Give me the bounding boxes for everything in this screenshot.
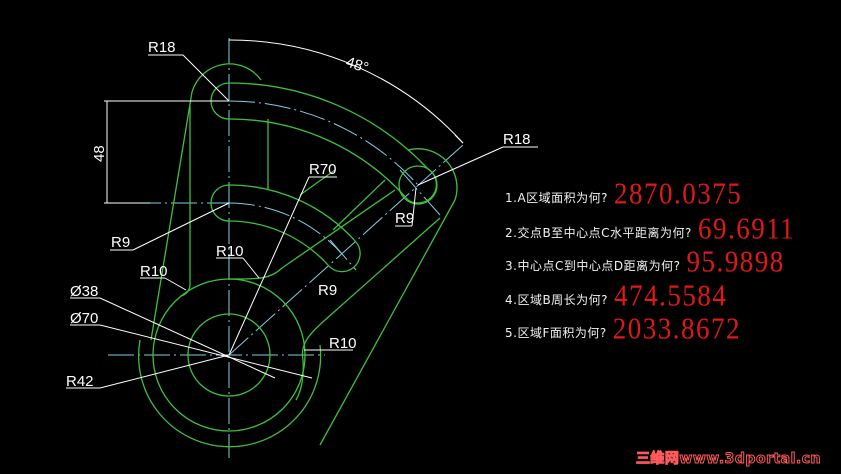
- dim-dia70: Ø70: [70, 310, 98, 327]
- dim-r10-right: R10: [329, 335, 357, 352]
- dim-r70: R70: [309, 161, 337, 178]
- question-4-text: 4.区域B周长为何?: [505, 293, 609, 307]
- question-4-answer: 474.5584: [614, 277, 728, 313]
- question-1-text: 1.A区域面积为何?: [505, 191, 609, 205]
- question-2-text: 2.交点B至中心点C水平距离为何?: [505, 226, 692, 240]
- dim-angle-48: 48°: [344, 54, 371, 77]
- dim-r9-left: R9: [111, 234, 130, 251]
- dim-r10-left: R10: [140, 263, 168, 280]
- question-5: 5.区域F面积为何? 2033.8672: [505, 310, 741, 346]
- question-1-answer: 2870.0375: [614, 175, 743, 211]
- watermark: 三维网www.3dportal.cn: [635, 451, 821, 468]
- question-3-text: 3.中心点C到中心点D距离为何?: [505, 259, 681, 273]
- dim-r9-lower: R9: [318, 282, 337, 299]
- question-2: 2.交点B至中心点C水平距离为何? 69.6911: [505, 210, 796, 246]
- question-2-answer: 69.6911: [697, 210, 796, 246]
- question-1: 1.A区域面积为何? 2870.0375: [505, 175, 743, 211]
- dim-r9-right: R9: [395, 210, 414, 227]
- dim-r42: R42: [66, 373, 94, 390]
- dimension-lines: [66, 39, 538, 389]
- centerlines: [108, 38, 464, 458]
- part-outline: [137, 63, 458, 448]
- question-5-text: 5.区域F面积为何?: [505, 326, 607, 340]
- question-3-answer: 95.9898: [686, 243, 785, 279]
- question-5-answer: 2033.8672: [612, 310, 741, 346]
- dim-dia38: Ø38: [70, 283, 98, 300]
- dim-r18-right: R18: [503, 131, 531, 148]
- dim-height-48: 48: [91, 145, 108, 162]
- dim-r10-upper: R10: [216, 243, 244, 260]
- dim-r18-top: R18: [148, 39, 176, 56]
- question-4: 4.区域B周长为何? 474.5584: [505, 277, 728, 313]
- question-3: 3.中心点C到中心点D距离为何? 95.9898: [505, 243, 785, 279]
